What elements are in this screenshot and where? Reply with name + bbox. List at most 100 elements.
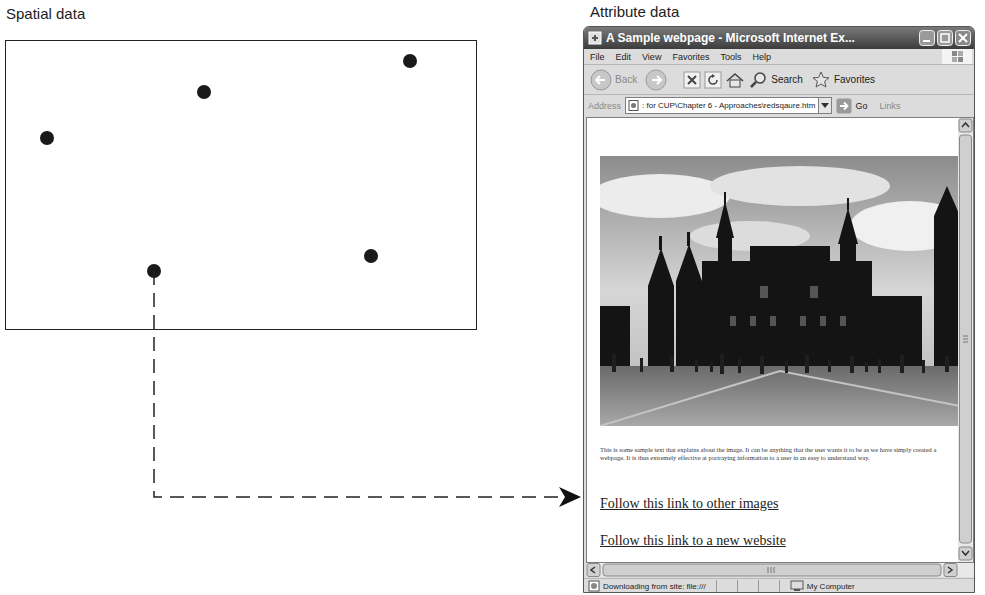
rect-shape: [687, 232, 690, 246]
path-shape: [676, 244, 702, 281]
circle-shape: [197, 85, 211, 99]
rect-shape: [850, 356, 854, 373]
rect-shape: [794, 589, 800, 591]
path-shape: [962, 551, 969, 555]
map-frame: Spatial data: [5, 40, 477, 330]
rect-shape: [684, 72, 700, 88]
title-bar: A Sample webpage - Microsoft Internet Ex…: [584, 27, 974, 49]
path-shape: [962, 123, 969, 127]
browser-text: Follow this link to a new website: [600, 533, 786, 549]
rect-shape: [959, 119, 972, 132]
rect-shape: [670, 356, 674, 372]
path-shape: [648, 248, 674, 286]
rect-shape: [840, 241, 856, 266]
path-shape: [840, 102, 848, 109]
home-button: [725, 71, 745, 89]
status-separator: [758, 580, 759, 592]
go-button: [836, 98, 852, 114]
status-bar: Downloading from site: file:///My Comput…: [584, 578, 974, 593]
path-shape: [716, 201, 734, 238]
path-shape: [596, 76, 605, 84]
path-shape: [750, 246, 830, 261]
rect-shape: [805, 355, 809, 373]
rect-shape: [960, 135, 972, 543]
rect-shape: [785, 361, 788, 373]
circle-shape: [631, 103, 636, 108]
rect-shape: [938, 31, 953, 46]
browser-text: Tools: [720, 52, 741, 62]
browser-text: My Computer: [807, 582, 855, 591]
address-dropdown: [819, 97, 832, 114]
rect-shape: [710, 362, 713, 372]
address-bar: Address: for CUP\Chapter 6 - Approaches\…: [584, 95, 974, 116]
stop-button: [683, 71, 701, 89]
rect-shape: [770, 316, 776, 326]
rect-shape: [738, 359, 741, 373]
rect-shape: [820, 316, 826, 326]
point-symbols: [40, 54, 417, 278]
path-shape: [768, 567, 774, 573]
toolbar-gap: [670, 69, 680, 91]
browser-text: Go: [855, 101, 867, 111]
browser-text: A Sample webpage - Microsoft Internet Ex…: [606, 31, 855, 45]
rect-shape: [659, 236, 662, 250]
g-shape: [600, 186, 960, 376]
path-shape: [813, 72, 829, 87]
path-shape: [838, 208, 858, 244]
rect-shape: [952, 57, 957, 62]
circle-shape: [591, 583, 597, 589]
browser-text: Favorites: [672, 52, 709, 62]
vertical-scrollbar: [958, 118, 973, 562]
path-shape: [963, 336, 968, 342]
rect-shape: [648, 286, 674, 376]
back-button: [590, 69, 612, 91]
status-separator: [716, 580, 717, 592]
browser-text: Follow this link to other images: [600, 496, 779, 512]
rect-shape: [923, 40, 930, 42]
rect-shape: [900, 355, 904, 373]
refresh-button: [704, 71, 722, 89]
browser-text: Edit: [616, 52, 632, 62]
address-field: : for CUP\Chapter 6 - Approaches\redsqau…: [625, 97, 819, 114]
circle-shape: [40, 131, 54, 145]
path-shape: [959, 34, 967, 42]
rect-shape: [810, 286, 818, 298]
connector-line: [154, 271, 567, 497]
rect-shape: [959, 547, 972, 560]
close-button: [955, 30, 971, 46]
browser-text: File: [590, 52, 605, 62]
rect-shape: [705, 72, 721, 88]
status-separator: [737, 580, 738, 592]
browser-text: View: [642, 52, 661, 62]
rect-shape: [941, 34, 949, 42]
rect-shape: [750, 316, 756, 326]
rect-shape: [942, 49, 972, 64]
status-separator: [779, 580, 780, 592]
browser-text: Help: [752, 52, 771, 62]
rect-shape: [730, 316, 736, 326]
rect-shape: [695, 360, 698, 372]
rect-shape: [718, 236, 732, 266]
browser-text: Favorites: [834, 74, 875, 85]
rect-shape: [629, 101, 638, 111]
rect-shape: [934, 216, 960, 376]
path-shape: [948, 567, 952, 573]
rect-shape: [720, 354, 724, 374]
browser-text: This is some sample text that explains a…: [600, 446, 958, 462]
search-icon: [748, 70, 768, 90]
section-heading: Attribute data: [590, 3, 679, 20]
status-icon: [588, 580, 600, 592]
rect-shape: [702, 261, 872, 376]
rect-shape: [944, 564, 957, 577]
rect-shape: [676, 281, 702, 376]
menu-bar: File Edit View Favorites Tools Help: [584, 49, 974, 65]
browser-text: Links: [879, 101, 900, 111]
rect-shape: [945, 356, 949, 372]
rect-shape: [612, 354, 616, 372]
rect-shape: [865, 362, 868, 372]
ellipse-shape: [600, 174, 730, 218]
scrollbar-parts: [586, 563, 974, 577]
path-shape: [591, 567, 595, 573]
rect-shape: [956, 31, 971, 46]
